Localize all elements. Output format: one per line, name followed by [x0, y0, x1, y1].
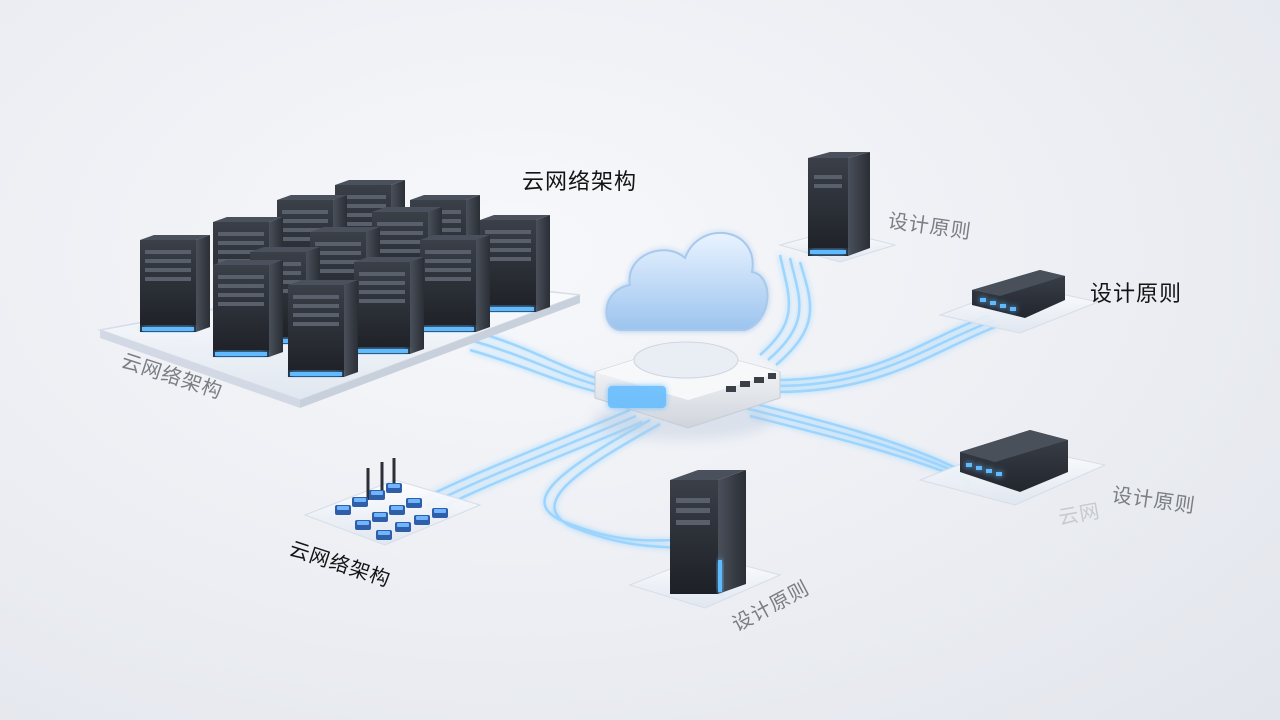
- cloud-icon: [605, 231, 769, 331]
- connection-lines: [419, 254, 1001, 550]
- iot-module: [369, 490, 385, 500]
- server-icon: [420, 235, 490, 332]
- server-icon: [213, 260, 283, 357]
- link-switch-right-2: [774, 318, 996, 388]
- top-server: [778, 152, 897, 263]
- link-iot-3: [431, 420, 643, 514]
- iot-module: [414, 515, 430, 525]
- iot-module: [432, 508, 448, 518]
- server-icon: [354, 257, 424, 354]
- link-top-server-2: [767, 257, 801, 361]
- link-switch-lower-3: [749, 414, 971, 484]
- server-icon-2: [670, 480, 718, 594]
- switch-right: [938, 270, 1100, 334]
- iot-module: [352, 497, 368, 507]
- cloud-title-label: 云网络架构: [522, 170, 638, 195]
- link-switch-right-3: [774, 323, 1001, 394]
- cloud-hub: [593, 231, 781, 440]
- server-icon: [808, 158, 848, 256]
- iot-module: [355, 520, 371, 530]
- cluster-servers: [140, 180, 550, 377]
- iot-devices: [303, 458, 482, 546]
- link-switch-lower: [739, 398, 961, 472]
- iot-module: [389, 505, 405, 515]
- server-icon: [140, 235, 210, 332]
- iot-module: [395, 522, 411, 532]
- iot-module: [372, 512, 388, 522]
- iot-module: [335, 505, 351, 515]
- link-switch-right: [774, 313, 991, 382]
- iot-module: [386, 483, 402, 493]
- iot-modules: [335, 483, 448, 540]
- server-icon: [288, 280, 358, 377]
- link-switch-lower-2: [744, 406, 966, 478]
- link-bottom-server: [543, 418, 681, 542]
- bottom-server: [628, 470, 782, 609]
- server-icon: [480, 215, 550, 312]
- principle-right-label: 设计原则: [1090, 282, 1183, 307]
- link-top-server: [759, 254, 791, 356]
- iot-module: [406, 498, 422, 508]
- hub-ports: [726, 373, 776, 392]
- switch-lower-right: [918, 430, 1107, 506]
- link-top-server-3: [775, 261, 812, 366]
- link-bottom-server-2: [553, 422, 681, 550]
- iot-module: [376, 530, 392, 540]
